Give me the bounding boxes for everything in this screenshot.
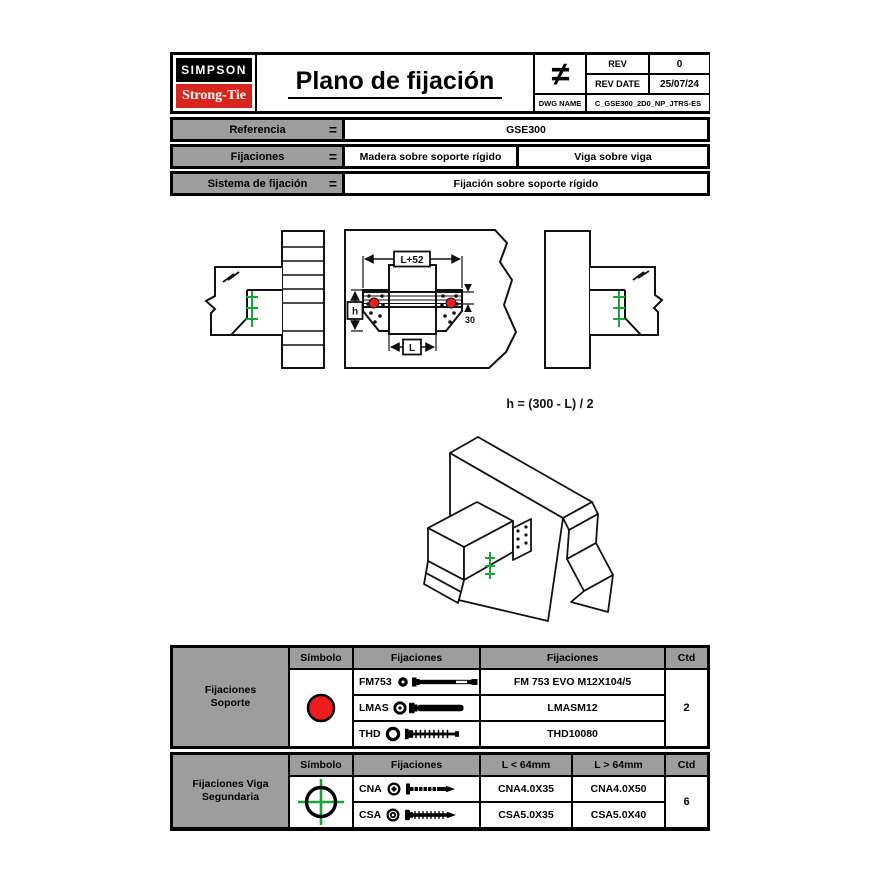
green-crosshair-icon	[298, 779, 344, 825]
system-label-cell: Sistema de fijación =	[173, 174, 345, 193]
col-header-fixings-ref: Fijaciones	[481, 648, 664, 668]
rev-value: 0	[650, 55, 709, 73]
fixings-value-2: Viga sobre viga	[574, 150, 652, 163]
fm753-bolt-icon	[397, 677, 478, 687]
equals-icon: =	[328, 148, 337, 165]
fastener-reference: FM 753 EVO M12X104/5	[481, 670, 664, 694]
fastener-code: CNA	[359, 783, 382, 795]
beam-fixings-table: Fijaciones Viga Segundaria Símbolo Fijac…	[170, 752, 710, 831]
dwg-name-value: C_GSE300_2D0_NP_JTRS-ES	[587, 95, 709, 111]
logo-strongtie: Strong-Tie	[176, 84, 252, 108]
svg-text:L: L	[409, 343, 415, 354]
col-header-qty: Ctd	[666, 755, 707, 775]
left-side-view	[204, 230, 325, 369]
fastener-row: CSA	[354, 803, 479, 827]
col-header-l-long: L > 64mm	[573, 755, 664, 775]
beam-symbol-cell	[290, 777, 352, 827]
lmas-bolt-icon	[393, 701, 464, 715]
sheet: SIMPSON Strong-Tie Plano de fijación ≠ R…	[170, 52, 710, 832]
rev-label: REV	[587, 55, 648, 73]
simpson-strongtie-logo: SIMPSON Strong-Tie	[173, 55, 257, 111]
col-header-qty: Ctd	[666, 648, 707, 668]
logo-simpson: SIMPSON	[176, 58, 252, 82]
support-qty: 2	[666, 670, 707, 746]
nail-holes	[516, 525, 528, 549]
right-side-view	[544, 230, 664, 369]
fastener-code: LMAS	[359, 702, 389, 714]
fastener-ref-short: CNA4.0X35	[481, 777, 571, 801]
thd-screw-icon	[385, 726, 459, 742]
system-row: Sistema de fijación = Fijación sobre sop…	[170, 171, 710, 196]
fixings-value-1: Madera sobre soporte rígido	[345, 147, 519, 166]
support-fixing-red-dots	[368, 297, 457, 309]
title-block: SIMPSON Strong-Tie Plano de fijación ≠ R…	[170, 52, 710, 114]
beam-group-label: Fijaciones Viga Segundaria	[173, 755, 288, 827]
break-symbol	[632, 270, 650, 281]
fastener-row: THD	[354, 722, 479, 746]
system-value: Fijación sobre soporte rígido	[453, 177, 599, 190]
fastener-ref-short: CSA5.0X35	[481, 803, 571, 827]
height-formula: h = (300 - L) / 2	[506, 397, 593, 411]
hanger-plate	[512, 518, 532, 561]
col-header-l-short: L < 64mm	[481, 755, 571, 775]
fixings-row: Fijaciones = Madera sobre soporte rígido…	[170, 144, 710, 169]
break-symbol	[222, 271, 240, 283]
col-header-fixings: Fijaciones	[354, 648, 479, 668]
reference-value: GSE300	[506, 123, 546, 136]
fastener-row: FM753	[354, 670, 479, 694]
fixings-label-cell: Fijaciones =	[173, 147, 345, 166]
fastener-ref-long: CSA5.0X40	[573, 803, 664, 827]
svg-text:L+52: L+52	[400, 255, 424, 266]
support-fixings-table: Fijaciones Soporte Símbolo Fijaciones Fi…	[170, 645, 710, 749]
reference-label-cell: Referencia =	[173, 120, 345, 139]
fastener-row: CNA	[354, 777, 479, 801]
svg-text:h: h	[352, 307, 358, 318]
support-symbol-cell	[290, 670, 352, 746]
csa-screw-icon	[386, 808, 457, 822]
front-view: L+52 h 30 L	[344, 229, 518, 369]
col-header-symbol: Símbolo	[290, 755, 352, 775]
equals-icon: =	[328, 121, 337, 138]
fastener-code: THD	[359, 728, 381, 740]
iso-3d-view	[423, 436, 614, 622]
rev-date-label: REV DATE	[587, 75, 648, 93]
red-circle-icon	[306, 693, 336, 723]
reference-label: Referencia	[229, 123, 286, 136]
dwg-name-label: DWG NAME	[535, 95, 585, 111]
fastener-code: CSA	[359, 809, 382, 821]
fastener-marks-green	[485, 552, 495, 579]
svg-text:30: 30	[465, 315, 475, 325]
dimensions: L+52 h 30 L	[346, 250, 475, 356]
support-group-label: Fijaciones Soporte	[173, 648, 288, 746]
fastener-marks-green	[613, 291, 625, 327]
col-header-symbol: Símbolo	[290, 648, 352, 668]
system-label: Sistema de fijación	[207, 177, 308, 190]
cna-nail-icon	[387, 782, 455, 796]
fastener-ref-long: CNA4.0X50	[573, 777, 664, 801]
fastener-reference: LMASM12	[481, 696, 664, 720]
sheet-title-cell: Plano de fijación	[257, 55, 533, 111]
fixings-label: Fijaciones	[230, 150, 285, 163]
revision-table: ≠ REV 0 REV DATE 25/07/24 DWG NAME C_GSE…	[533, 55, 709, 111]
fastener-reference: THD10080	[481, 722, 664, 746]
fastener-marks-green	[246, 291, 258, 327]
technical-drawing-area: L+52 h 30 L	[204, 229, 664, 622]
fastener-row: LMAS	[354, 696, 479, 720]
fastener-code: FM753	[359, 676, 392, 688]
equals-icon: =	[328, 175, 337, 192]
not-equal-icon: ≠	[535, 55, 585, 93]
col-header-fixings: Fijaciones	[354, 755, 479, 775]
rev-date-value: 25/07/24	[650, 75, 709, 93]
page-title: Plano de fijación	[287, 67, 503, 99]
beam-qty: 6	[666, 777, 707, 827]
reference-row: Referencia = GSE300	[170, 117, 710, 142]
